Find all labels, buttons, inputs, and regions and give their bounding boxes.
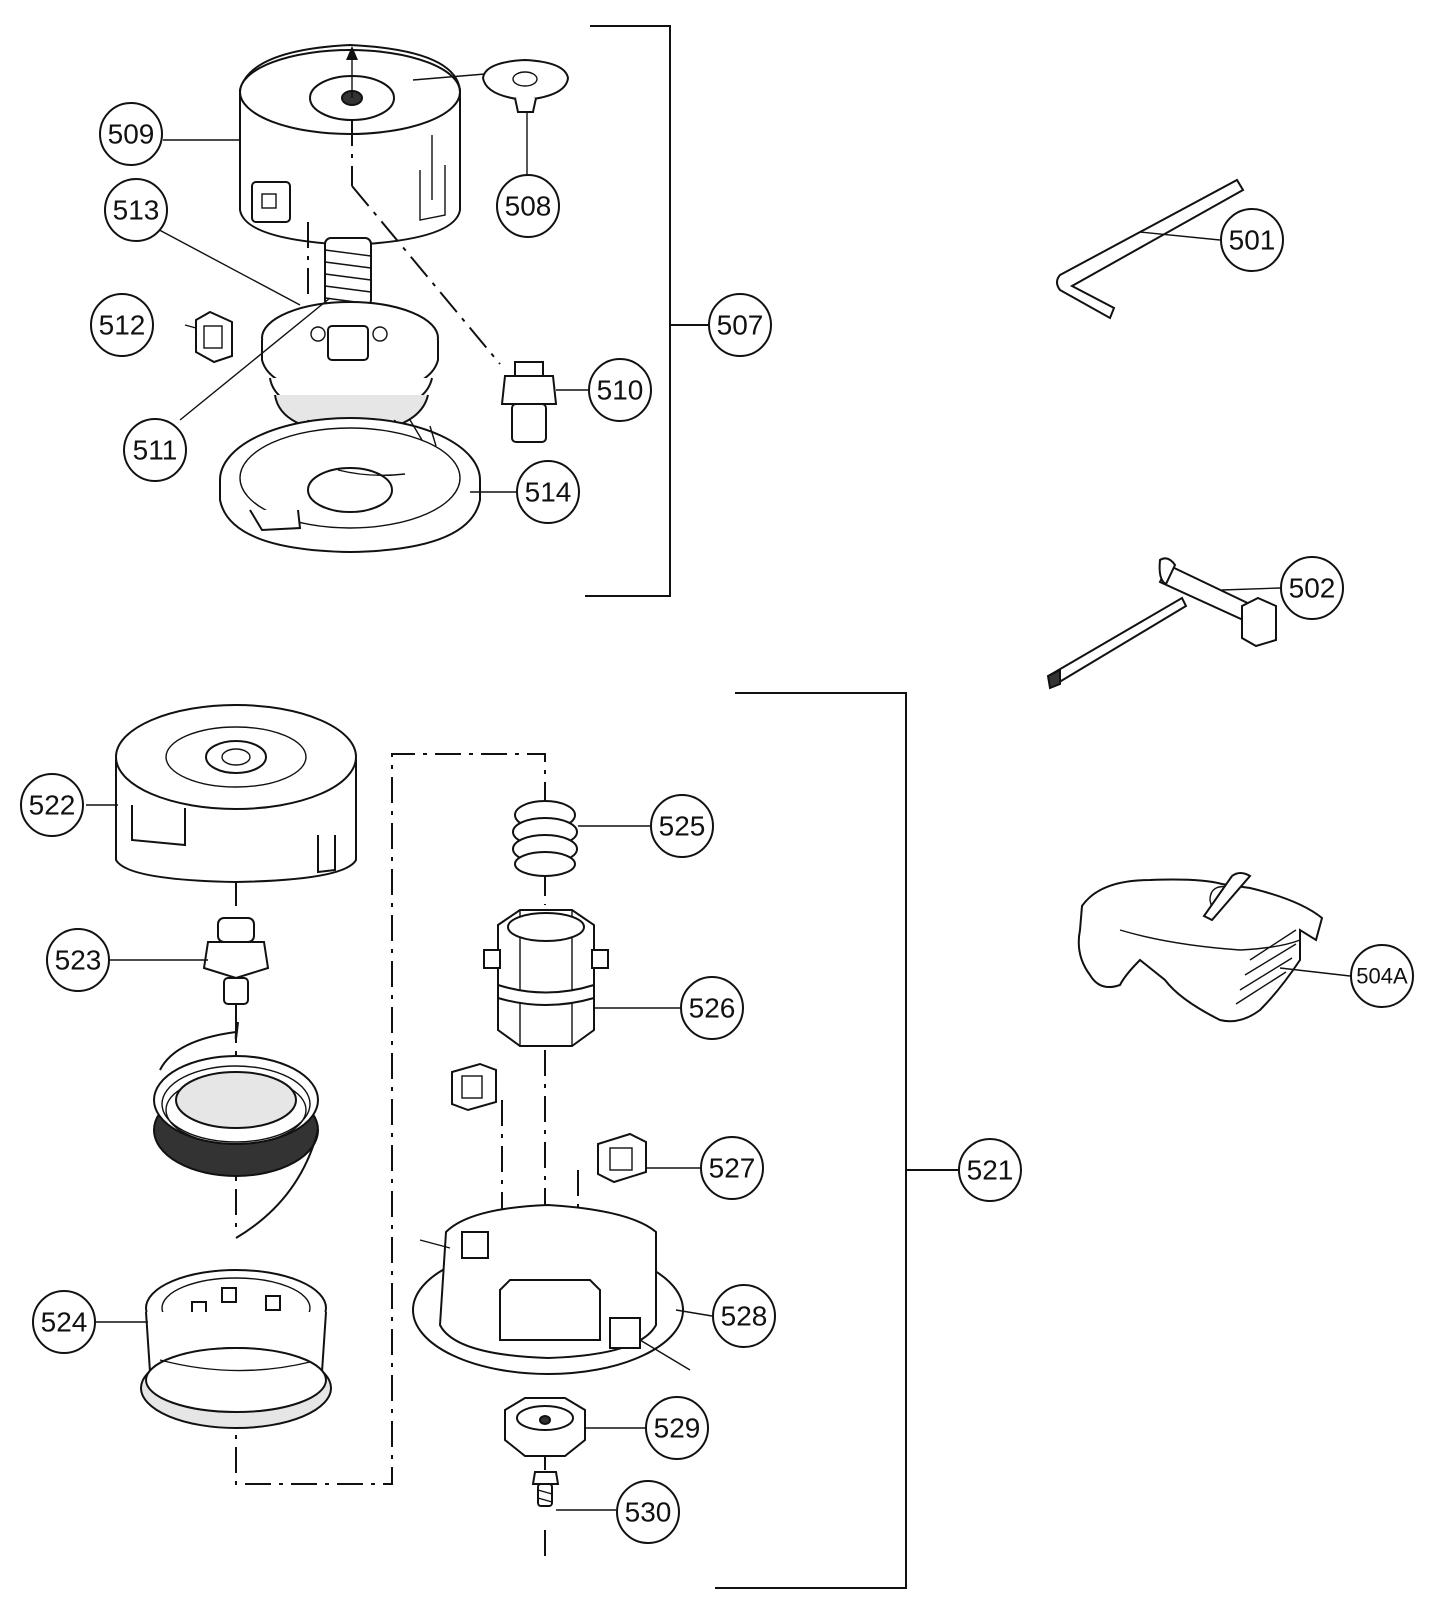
callout-label: 507 bbox=[717, 310, 764, 341]
part-502-plug-wrench bbox=[1046, 557, 1277, 690]
part-513-spring bbox=[324, 237, 372, 307]
callout-label: 502 bbox=[1289, 573, 1336, 604]
part-501-hex-key bbox=[1056, 178, 1245, 320]
callout-523: 523 bbox=[46, 928, 110, 992]
callout-label: 529 bbox=[654, 1413, 701, 1444]
part-524-spool bbox=[140, 1269, 332, 1429]
part-510-fitting bbox=[500, 361, 558, 443]
callout-label: 513 bbox=[113, 195, 160, 226]
callout-509: 509 bbox=[99, 102, 163, 166]
part-528-housing bbox=[412, 1203, 691, 1375]
callout-526: 526 bbox=[680, 976, 744, 1040]
callout-529: 529 bbox=[645, 1396, 709, 1460]
callout-513: 513 bbox=[104, 178, 168, 242]
part-522-cover bbox=[115, 703, 357, 884]
callout-label: 525 bbox=[659, 811, 706, 842]
callout-522: 522 bbox=[20, 773, 84, 837]
callout-521: 521 bbox=[958, 1138, 1022, 1202]
assembly-507-bracket bbox=[585, 25, 708, 597]
part-529-nut bbox=[504, 1397, 586, 1457]
callout-525: 525 bbox=[650, 794, 714, 858]
part-523-fitting bbox=[202, 917, 270, 1005]
callout-label: 528 bbox=[721, 1301, 768, 1332]
callout-label: 504A bbox=[1356, 964, 1408, 989]
callout-511: 511 bbox=[123, 418, 187, 482]
callout-510: 510 bbox=[588, 358, 652, 422]
callout-label: 526 bbox=[689, 993, 736, 1024]
part-526-adapter bbox=[483, 909, 609, 1047]
callout-label: 523 bbox=[55, 945, 102, 976]
callout-label: 524 bbox=[41, 1307, 88, 1338]
callout-label: 501 bbox=[1229, 225, 1276, 256]
part-504A-safety-glasses bbox=[1077, 872, 1324, 1023]
part-530-screw bbox=[531, 1471, 560, 1507]
assembly-521-bracket bbox=[715, 692, 958, 1589]
callout-label: 527 bbox=[709, 1153, 756, 1184]
callout-label: 512 bbox=[99, 310, 146, 341]
part-trimmer-line-coil bbox=[153, 1021, 319, 1239]
part-508-knob bbox=[412, 58, 570, 113]
part-525-spring bbox=[512, 800, 578, 877]
part-509-cover bbox=[239, 43, 461, 247]
leader-lines bbox=[86, 112, 1351, 1511]
callout-530: 530 bbox=[616, 1480, 680, 1544]
callout-527: 527 bbox=[700, 1136, 764, 1200]
callout-514: 514 bbox=[516, 460, 580, 524]
callout-label: 530 bbox=[625, 1497, 672, 1528]
part-512-clip bbox=[195, 310, 233, 364]
callout-label: 511 bbox=[133, 435, 178, 466]
callout-502: 502 bbox=[1280, 556, 1344, 620]
callout-label: 514 bbox=[525, 477, 572, 508]
callout-508: 508 bbox=[496, 174, 560, 238]
callout-507: 507 bbox=[708, 293, 772, 357]
part-514-base bbox=[219, 417, 481, 554]
callout-501: 501 bbox=[1220, 208, 1284, 272]
callout-504A: 504A bbox=[1350, 944, 1414, 1008]
callout-label: 509 bbox=[108, 119, 155, 150]
part-527-clip bbox=[451, 1062, 647, 1184]
callout-label: 508 bbox=[505, 191, 552, 222]
callout-label: 521 bbox=[967, 1155, 1014, 1186]
callout-label: 510 bbox=[597, 375, 644, 406]
callout-528: 528 bbox=[712, 1284, 776, 1348]
callout-524: 524 bbox=[32, 1290, 96, 1354]
callout-512: 512 bbox=[90, 293, 154, 357]
callout-label: 522 bbox=[29, 790, 76, 821]
